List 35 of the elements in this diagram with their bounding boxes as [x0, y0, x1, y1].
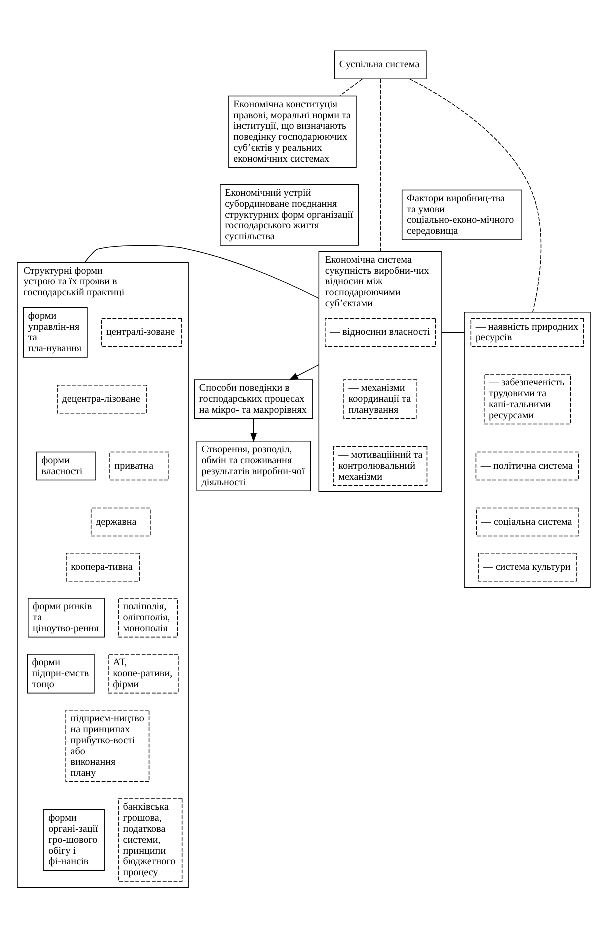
node-box: банківська грошова, податкова системи, принципи бюджетного процесу	[118, 798, 183, 882]
node-box: Фактори виробниц-тва та умови соціально-еконо-мічного середовища	[402, 189, 522, 240]
node-box: — політична система	[476, 451, 580, 480]
arrow	[250, 418, 258, 442]
node-box: — забезпеченість трудовими та капі-тальними ресурсами	[484, 374, 572, 424]
node-box: державна	[90, 507, 151, 536]
node-box: Суспільна система	[334, 50, 427, 79]
node-box: форми органі-зації гро-шового обігу і фі-нансів	[44, 809, 105, 870]
node-box: Створення, розподіл, обмін та споживання результатів виробни-чої діяльності	[196, 440, 311, 492]
arrow	[289, 364, 320, 380]
node-box: децентра-лізоване	[57, 384, 148, 414]
connector	[84, 244, 320, 298]
connector	[380, 78, 381, 252]
node-box: Способи поведінки в господарських процесах на мікро- та макрорівнях	[194, 379, 314, 419]
node-box: — механізми координації та планування	[344, 379, 418, 419]
node-box: — наявність природних ресурсів	[470, 318, 584, 346]
node-box: — система культури	[478, 552, 577, 582]
node-box: форми ринків та ціноутво-рення	[28, 598, 105, 638]
node-box: — соціальна система	[476, 507, 579, 536]
node-box: поліполія, олігополія, монополія	[118, 598, 178, 638]
connector	[340, 78, 363, 96]
node-box: Економічний устрій субординоване поєднання структурних форм організації господарського життя суспільства	[220, 184, 360, 246]
node-box: форми підпри-ємств тощо	[27, 654, 95, 694]
node-box: приватна	[110, 451, 170, 480]
connector	[409, 78, 542, 312]
node-box: — відносини власності	[325, 318, 436, 346]
node-box: форми управлін-ня та пла-нування	[23, 306, 88, 358]
node-box: підприєм-ництво на принципах прибутко-вості або виконання плану	[66, 710, 150, 782]
node-box: АТ, коопе-ративи, фірми	[108, 654, 179, 694]
node-box: централі-зоване	[101, 318, 182, 346]
node-box: форми власності	[36, 451, 96, 480]
node-box: коопера-тивна	[66, 552, 140, 582]
cluster	[464, 311, 591, 588]
node-box: Економічна конституція правові, моральні норми та інституції, що визначають поведінку господарюючих суб’єктів у реальних економічних системах	[228, 95, 357, 168]
node-box: — мотиваційний та контролювальний механізми	[334, 446, 428, 486]
